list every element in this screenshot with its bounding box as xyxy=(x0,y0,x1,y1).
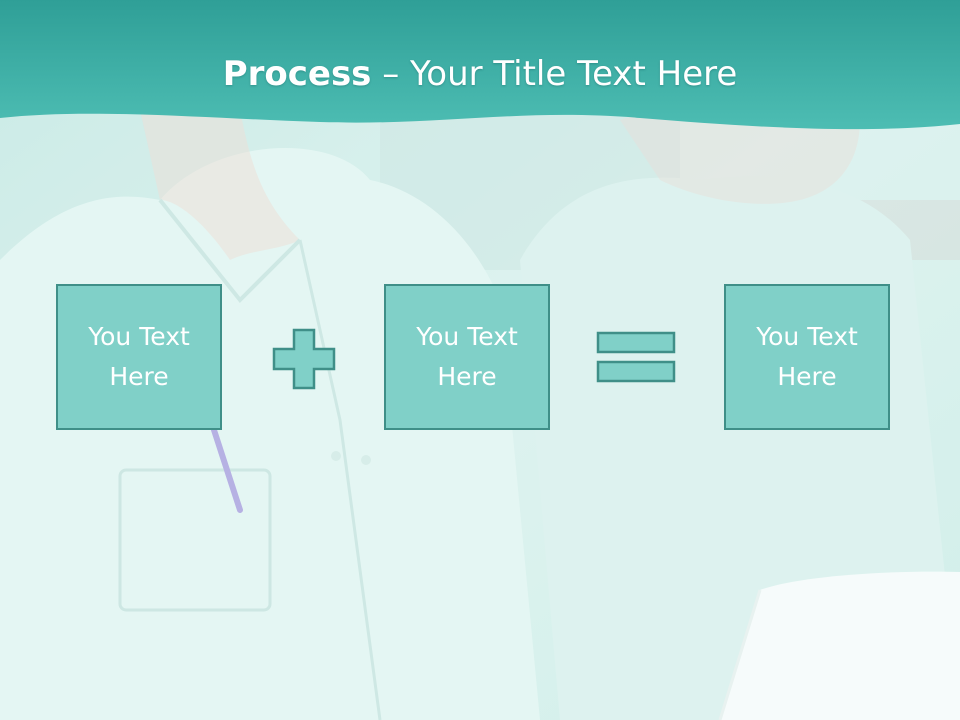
step-box-1-text: You Text Here xyxy=(88,322,190,391)
step-box-3: You Text Here xyxy=(724,284,890,430)
title-rest: – Your Title Text Here xyxy=(371,54,738,94)
title-banner xyxy=(0,0,960,130)
step-box-2-text: You Text Here xyxy=(416,322,518,391)
step-box-1: You Text Here xyxy=(56,284,222,430)
title-strong: Process xyxy=(222,54,372,94)
plus-icon xyxy=(272,328,336,390)
slide-title: Process – Your Title Text Here xyxy=(0,52,960,96)
step-box-3-text: You Text Here xyxy=(756,322,858,391)
equals-icon xyxy=(596,331,676,383)
step-box-2: You Text Here xyxy=(384,284,550,430)
